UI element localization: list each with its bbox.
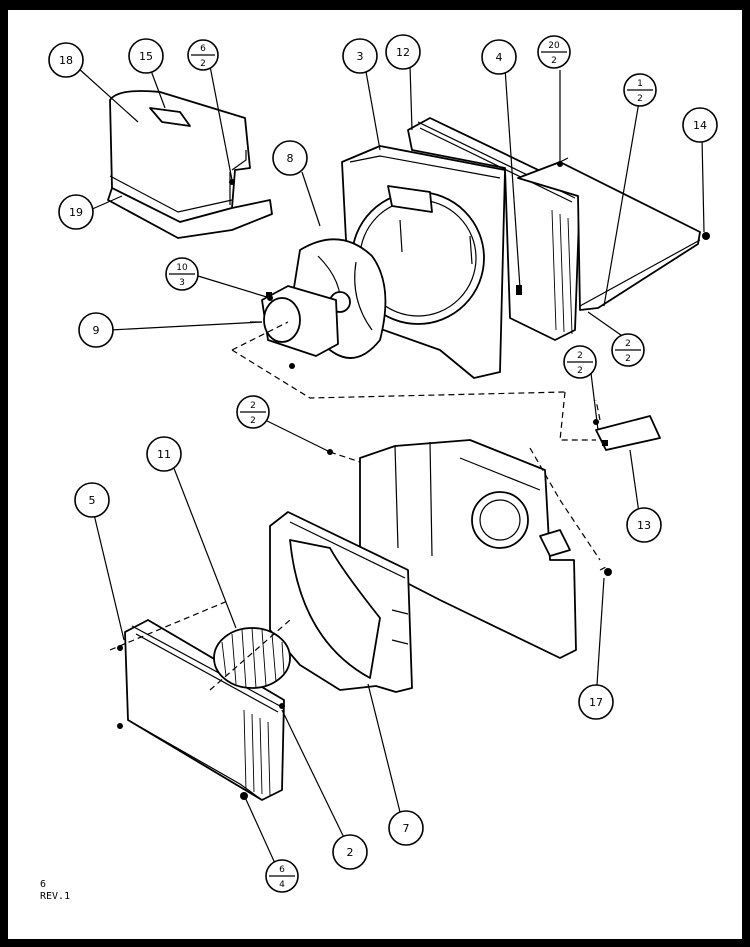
svg-text:9: 9 <box>93 324 100 337</box>
callout-8: 8 <box>272 140 308 176</box>
svg-text:2: 2 <box>625 339 631 349</box>
part-11-blower-wheel <box>213 627 291 689</box>
svg-text:2: 2 <box>577 366 583 376</box>
callout-leader-lines <box>77 65 705 871</box>
svg-text:3: 3 <box>357 50 364 63</box>
svg-text:12: 12 <box>396 46 410 59</box>
part-18-control-box <box>107 90 273 239</box>
hardware-screws <box>117 161 710 800</box>
callout-3: 3 <box>342 38 378 74</box>
callout-12: 12 <box>385 34 421 70</box>
svg-text:4: 4 <box>496 51 503 64</box>
svg-text:1: 1 <box>637 79 643 89</box>
callout-4: 4 <box>481 39 517 75</box>
callout-9: 9 <box>78 312 114 348</box>
svg-text:2: 2 <box>250 416 256 426</box>
callout-20-2: 20 2 <box>537 35 571 69</box>
callout-14: 14 <box>682 107 718 143</box>
callout-5: 5 <box>74 482 110 518</box>
svg-text:2: 2 <box>551 56 557 66</box>
callout-2-2-base: 2 2 <box>236 395 270 429</box>
part-base-pan <box>359 439 577 659</box>
callout-15: 15 <box>128 38 164 74</box>
svg-text:6: 6 <box>279 865 285 875</box>
svg-text:6: 6 <box>200 44 206 54</box>
svg-text:18: 18 <box>59 54 73 67</box>
svg-text:10: 10 <box>176 263 188 273</box>
svg-text:19: 19 <box>69 206 83 219</box>
part-9-fan-motor <box>250 285 339 357</box>
part-13-bracket <box>595 399 661 451</box>
callout-2-2-bracket: 2 2 <box>563 345 597 379</box>
svg-text:15: 15 <box>139 50 153 63</box>
svg-text:17: 17 <box>589 696 603 709</box>
svg-text:5: 5 <box>89 494 96 507</box>
callout-1-2: 1 2 <box>623 73 657 107</box>
svg-text:2: 2 <box>637 94 643 104</box>
footer-revision: REV.1 <box>40 891 71 902</box>
callout-17: 17 <box>578 684 614 720</box>
svg-text:7: 7 <box>403 822 410 835</box>
callout-2-2-coil: 2 2 <box>611 333 645 367</box>
callout-13: 13 <box>626 507 662 543</box>
callout-10-3: 10 3 <box>165 257 199 291</box>
callout-19: 19 <box>58 194 94 230</box>
svg-text:20: 20 <box>548 41 560 51</box>
callout-7: 7 <box>388 810 424 846</box>
part-12-condenser-coil <box>407 117 701 341</box>
callout-6-4: 6 4 <box>265 859 299 893</box>
svg-text:2: 2 <box>250 401 256 411</box>
svg-text:2: 2 <box>347 846 354 859</box>
assembly-alignment-lines <box>109 321 609 691</box>
part-5-evaporator-coil <box>124 619 285 801</box>
callout-18: 18 <box>48 42 84 78</box>
callout-11: 11 <box>146 436 182 472</box>
svg-text:3: 3 <box>179 278 185 288</box>
svg-text:13: 13 <box>637 519 651 532</box>
svg-text:4: 4 <box>279 880 285 890</box>
svg-text:2: 2 <box>577 351 583 361</box>
exploded-parts-diagram: 18 15 6 2 3 12 4 20 2 1 2 14 19 <box>8 10 742 939</box>
svg-text:2: 2 <box>625 354 631 364</box>
svg-text:2: 2 <box>200 59 206 69</box>
callout-6-2: 6 2 <box>187 39 219 71</box>
svg-text:8: 8 <box>287 152 294 165</box>
part-7-blower-housing <box>269 511 413 693</box>
footer-page-number: 6 <box>40 879 47 890</box>
callout-2: 2 <box>332 834 368 870</box>
svg-text:14: 14 <box>693 119 707 132</box>
svg-text:11: 11 <box>157 448 171 461</box>
